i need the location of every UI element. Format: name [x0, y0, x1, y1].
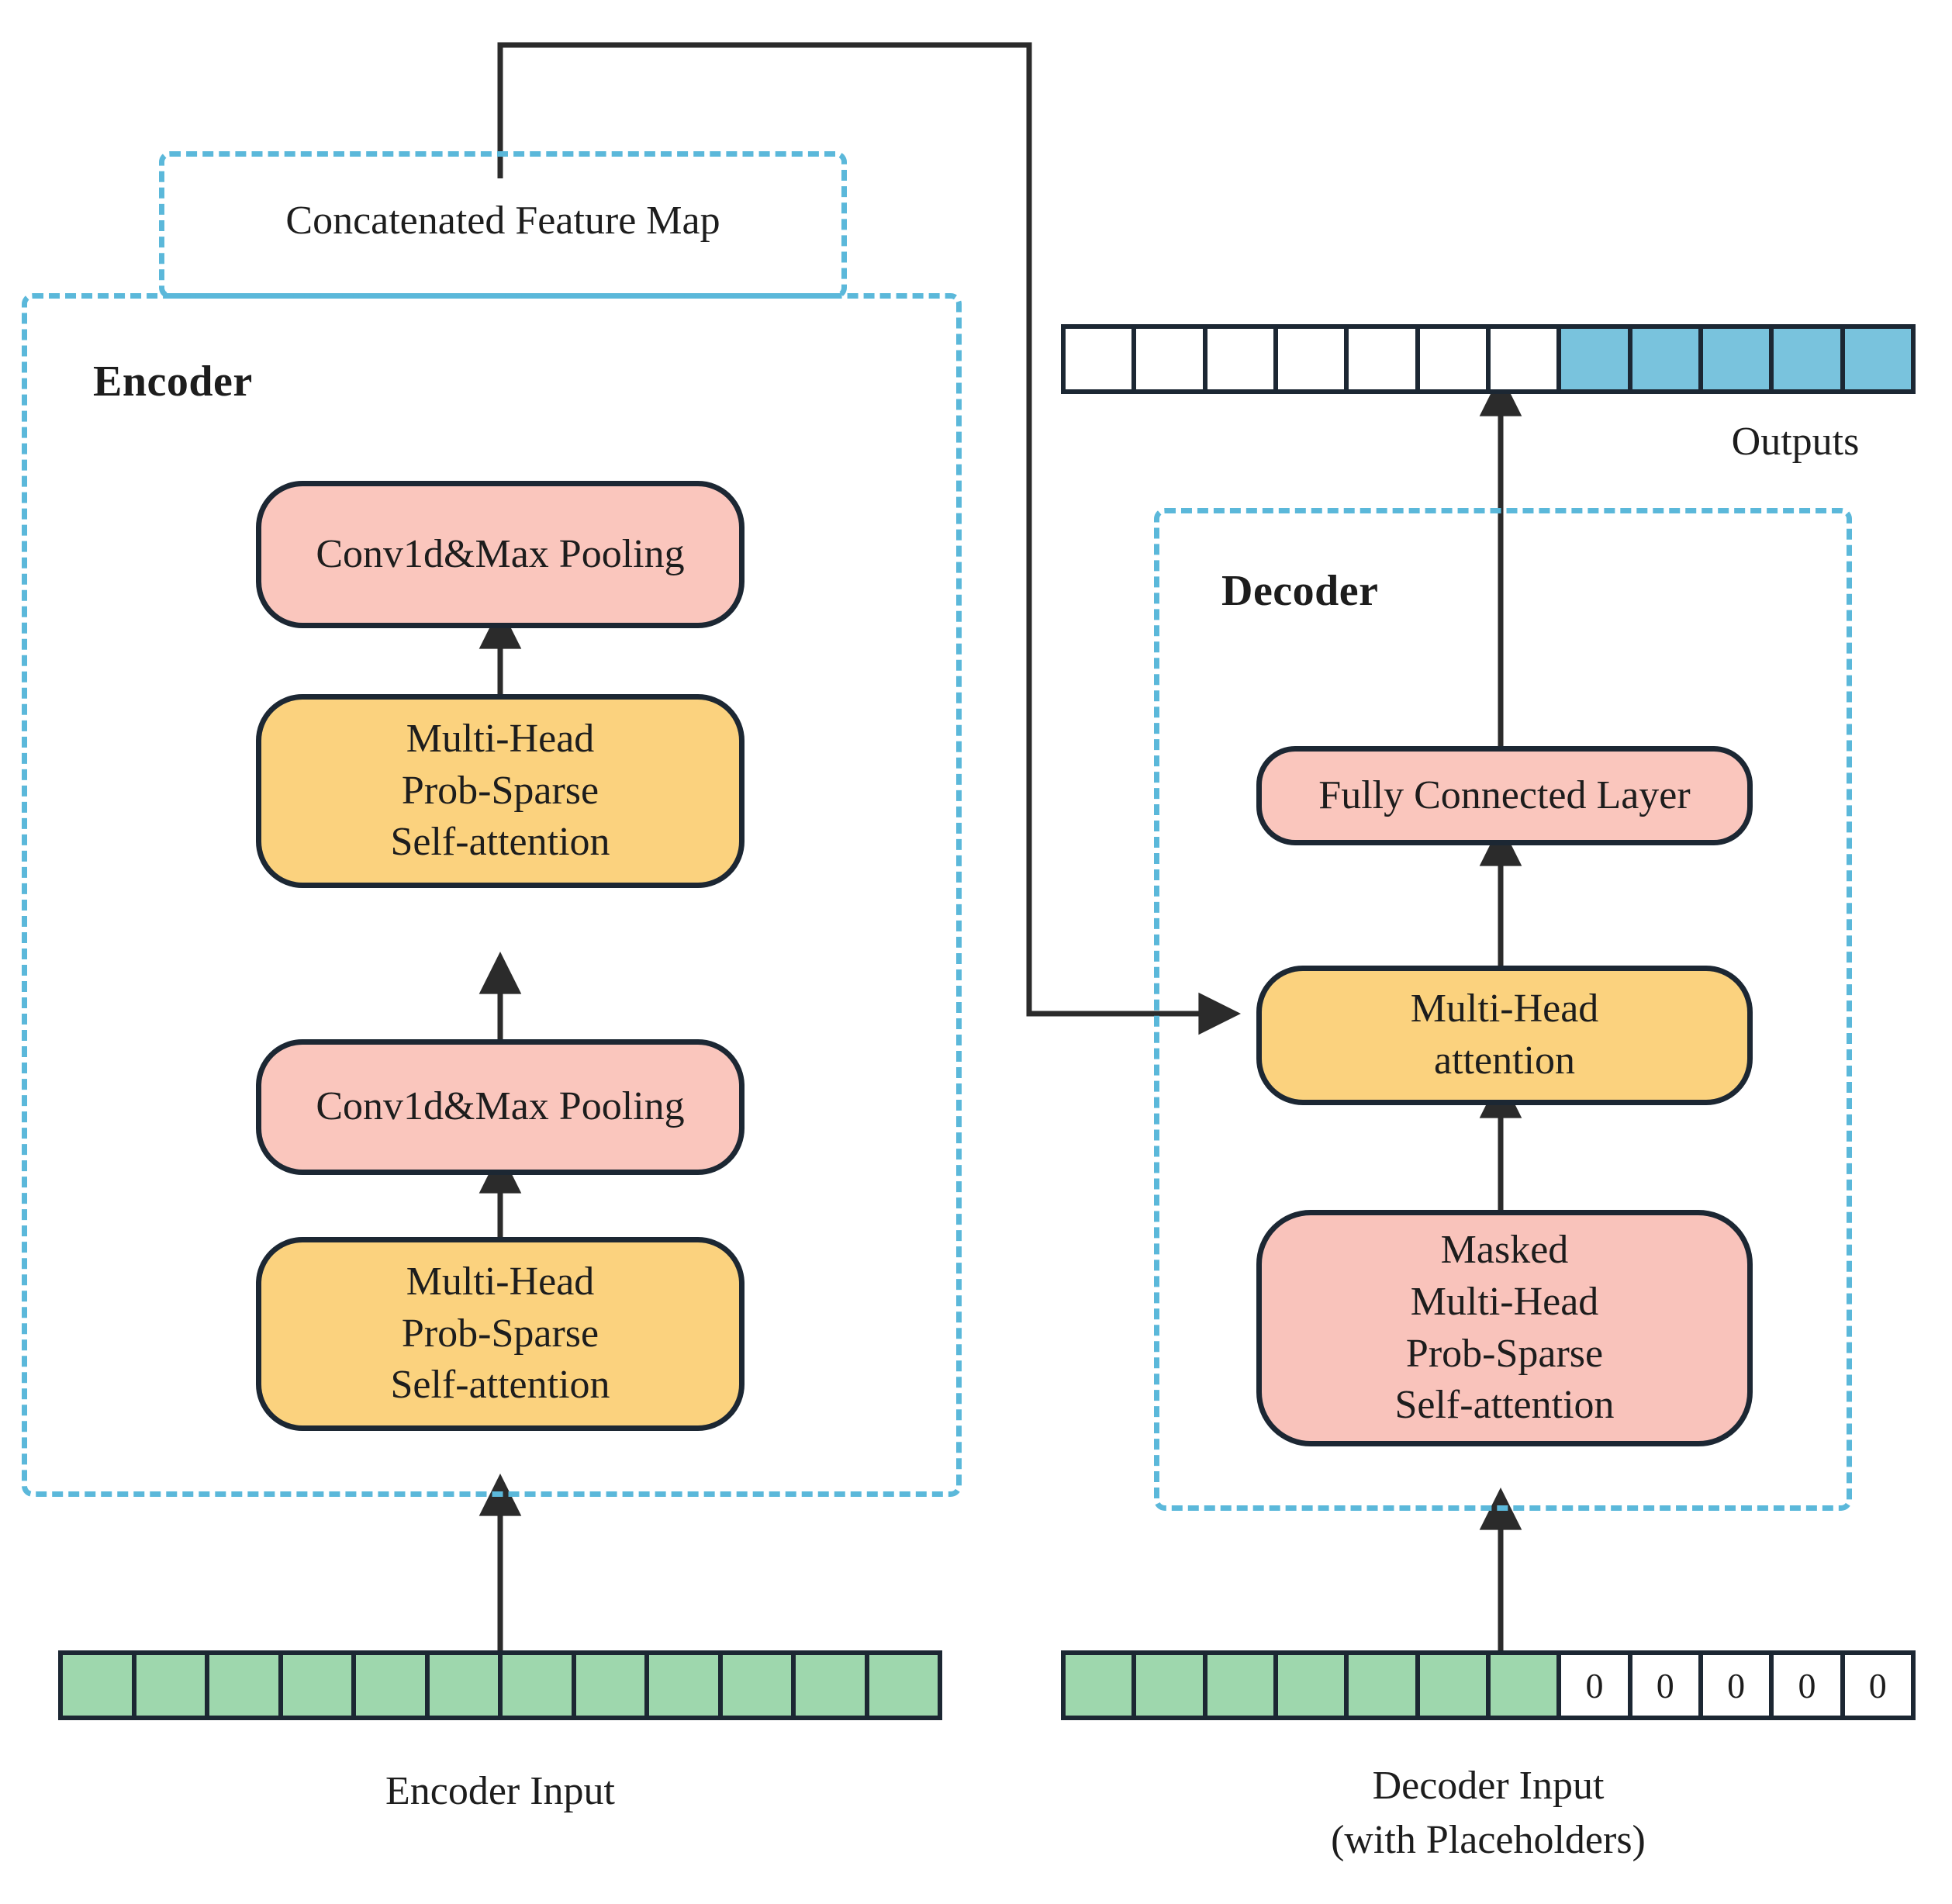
- encoder-input-cell[interactable]: [136, 1655, 205, 1716]
- decoder-input-cell[interactable]: [1277, 1655, 1345, 1716]
- encoder-input-cell[interactable]: [209, 1655, 278, 1716]
- encoder-title: Encoder: [93, 358, 253, 406]
- decoder-masked-line2: Multi-Head: [1410, 1279, 1599, 1324]
- decoder-input-cell[interactable]: 0: [1632, 1655, 1698, 1716]
- encoder-input-cell[interactable]: [63, 1655, 132, 1716]
- encoder-input-cell[interactable]: [649, 1655, 718, 1716]
- encoder-input-cell[interactable]: [722, 1655, 791, 1716]
- decoder-masked-line1: Masked: [1440, 1228, 1569, 1273]
- decoder-input-cell[interactable]: 0: [1561, 1655, 1628, 1716]
- encoder-input-caption: Encoder Input: [385, 1769, 615, 1813]
- outputs-caption: Outputs: [1731, 420, 1860, 464]
- outputs-cell[interactable]: [1136, 329, 1203, 389]
- encoder-input-cell[interactable]: [796, 1655, 865, 1716]
- encoder-input-cell[interactable]: [503, 1655, 572, 1716]
- encoder-node-prob-sparse-attention-upper[interactable]: Multi-Head Prob-Sparse Self-attention: [256, 694, 745, 888]
- decoder-input-cell[interactable]: 0: [1774, 1655, 1840, 1716]
- outputs-cell[interactable]: [1349, 329, 1415, 389]
- encoder-attention-upper-line1: Multi-Head: [406, 717, 595, 762]
- decoder-masked-line3: Prob-Sparse: [1405, 1331, 1604, 1376]
- decoder-node-masked-prob-sparse-attention[interactable]: Masked Multi-Head Prob-Sparse Self-atten…: [1256, 1210, 1753, 1446]
- outputs-cell[interactable]: [1774, 329, 1840, 389]
- decoder-input-cell[interactable]: [1419, 1655, 1486, 1716]
- decoder-group-box: [1154, 508, 1852, 1511]
- encoder-input-strip[interactable]: [58, 1650, 942, 1720]
- decoder-input-cell[interactable]: [1136, 1655, 1203, 1716]
- decoder-mha-line1: Multi-Head: [1410, 987, 1599, 1031]
- outputs-cell[interactable]: [1066, 329, 1132, 389]
- decoder-title: Decoder: [1221, 567, 1379, 615]
- encoder-input-cell[interactable]: [575, 1655, 644, 1716]
- decoder-masked-line4: Self-attention: [1394, 1383, 1615, 1428]
- decoder-node-fully-connected-layer[interactable]: Fully Connected Layer: [1256, 746, 1753, 845]
- encoder-group-box: [22, 293, 962, 1497]
- decoder-input-caption-line1: Decoder Input: [1372, 1764, 1605, 1808]
- decoder-input-cell[interactable]: [1066, 1655, 1132, 1716]
- encoder-input-cell[interactable]: [869, 1655, 938, 1716]
- outputs-cell[interactable]: [1702, 329, 1770, 389]
- encoder-input-cell[interactable]: [282, 1655, 351, 1716]
- outputs-cell[interactable]: [1632, 329, 1698, 389]
- outputs-cell[interactable]: [1490, 329, 1557, 389]
- encoder-node-conv1d-maxpool-bottom[interactable]: Conv1d&Max Pooling: [256, 1039, 745, 1175]
- outputs-cell[interactable]: [1207, 329, 1273, 389]
- outputs-strip[interactable]: [1061, 324, 1916, 394]
- decoder-input-cell[interactable]: [1349, 1655, 1415, 1716]
- encoder-attention-lower-line3: Self-attention: [390, 1363, 610, 1408]
- decoder-input-caption-line2: (with Placeholders): [1331, 1818, 1646, 1863]
- encoder-input-cell[interactable]: [429, 1655, 498, 1716]
- encoder-input-cell[interactable]: [356, 1655, 425, 1716]
- encoder-node-prob-sparse-attention-lower[interactable]: Multi-Head Prob-Sparse Self-attention: [256, 1237, 745, 1431]
- decoder-input-cell[interactable]: 0: [1844, 1655, 1911, 1716]
- outputs-cell[interactable]: [1844, 329, 1911, 389]
- decoder-input-caption: Decoder Input (with Placeholders): [1061, 1759, 1916, 1868]
- decoder-input-cell[interactable]: [1490, 1655, 1557, 1716]
- encoder-attention-lower-line1: Multi-Head: [406, 1260, 595, 1304]
- concatenated-feature-map-label: Concatenated Feature Map: [285, 199, 720, 243]
- outputs-cell[interactable]: [1277, 329, 1345, 389]
- encoder-node-conv1d-maxpool-top[interactable]: Conv1d&Max Pooling: [256, 481, 745, 628]
- decoder-input-cell[interactable]: 0: [1702, 1655, 1770, 1716]
- outputs-cell[interactable]: [1561, 329, 1628, 389]
- decoder-mha-line2: attention: [1434, 1038, 1575, 1083]
- outputs-cell[interactable]: [1419, 329, 1486, 389]
- decoder-node-multi-head-attention[interactable]: Multi-Head attention: [1256, 966, 1753, 1105]
- encoder-attention-upper-line2: Prob-Sparse: [401, 768, 599, 813]
- encoder-attention-lower-line2: Prob-Sparse: [401, 1311, 599, 1356]
- encoder-attention-upper-line3: Self-attention: [390, 820, 610, 865]
- decoder-input-cell[interactable]: [1207, 1655, 1273, 1716]
